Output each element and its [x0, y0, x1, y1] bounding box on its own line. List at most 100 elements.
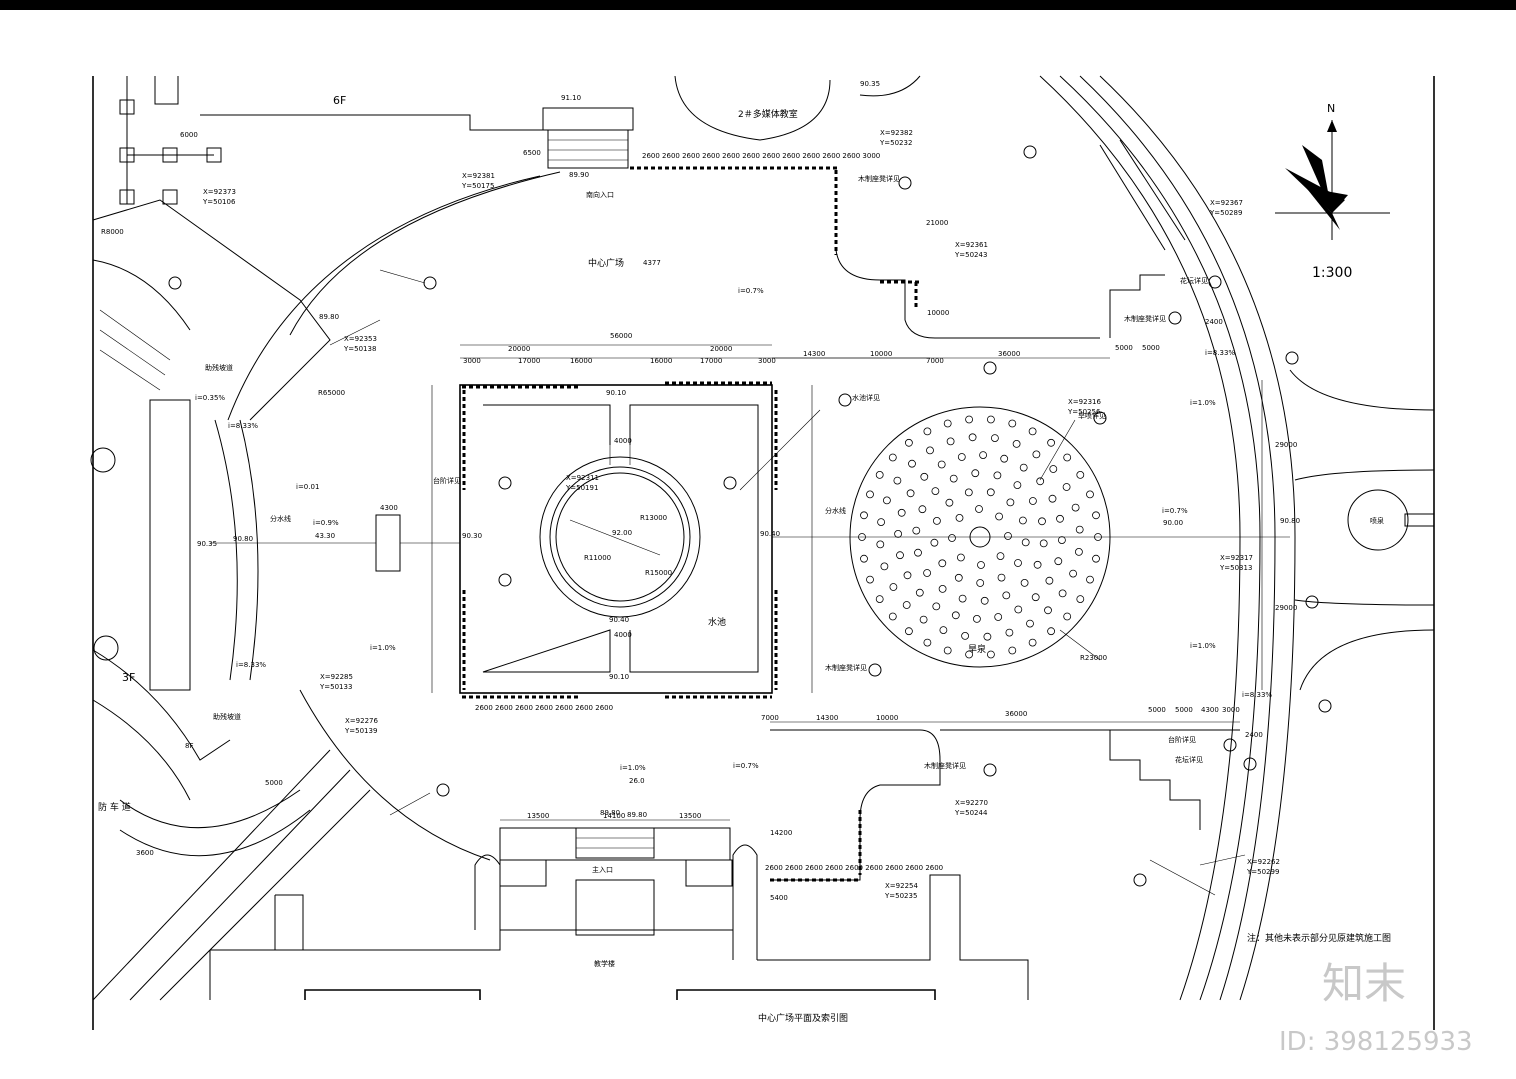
elev-90-10-top: 90.10	[606, 389, 626, 397]
fountain-jet	[930, 538, 939, 547]
slope-label-07b: i=0.7%	[1162, 507, 1188, 515]
elev-90-10-bottom: 90.10	[609, 673, 629, 681]
wind-rose-petal-4	[1320, 190, 1348, 213]
pool-radius-line	[569, 519, 661, 556]
dim-3000c: 3000	[1222, 706, 1240, 714]
svg-text:X=92254: X=92254	[885, 882, 918, 890]
multimedia-building-curve2	[859, 75, 921, 97]
fountain-jet	[1020, 579, 1029, 587]
scale-label: 1:300	[1312, 265, 1352, 281]
index-circle-planter-ur	[1208, 275, 1222, 289]
dim-2600-row3: 2600 2600 2600 2600 2600 2600 2600 2600 …	[765, 864, 943, 872]
fountain-jet	[888, 612, 897, 621]
fountain-jet	[979, 451, 987, 460]
fountain-jet	[923, 638, 932, 647]
fountain-jet	[912, 526, 921, 535]
slope-label-10a: i=1.0%	[370, 644, 396, 652]
fountain-jet	[1013, 481, 1022, 490]
fountain-jet	[991, 434, 999, 443]
fountain-jet	[997, 573, 1006, 582]
fountain-jet	[915, 588, 924, 597]
index-circle-3	[1305, 595, 1319, 609]
index-circle-4	[168, 276, 182, 290]
fountain-jet	[987, 650, 995, 659]
elev-89-80-b2: 89.80	[627, 811, 647, 819]
fountain-jet	[1021, 538, 1030, 547]
dim-14200: 14200	[770, 829, 792, 837]
dim-13500b: 13500	[679, 812, 701, 820]
svg-text:X=92285: X=92285	[320, 673, 353, 681]
pool-ring-mid	[549, 466, 691, 608]
main-entrance-steps	[575, 827, 655, 859]
svg-text:X=92276: X=92276	[345, 717, 378, 725]
fountain-jet	[1056, 514, 1064, 523]
dim-14100: 14100	[603, 812, 625, 820]
leader-pool	[739, 409, 821, 491]
dim-20000a: 20000	[508, 345, 530, 353]
left-curved-wall	[214, 419, 238, 681]
fountain-jet	[955, 514, 964, 522]
index-circle-36000	[983, 361, 997, 375]
dim-10000c: 10000	[927, 309, 949, 317]
elev-92-00: 92.00	[612, 529, 632, 537]
fountain-jet	[951, 611, 960, 620]
index-circle-bench-right	[868, 663, 882, 677]
dim-10000b: 10000	[876, 714, 898, 722]
elev-90-40-center: 90.40	[609, 616, 629, 624]
index-circle-pool-left2	[498, 573, 512, 587]
dim-2400b: 2400	[1245, 731, 1263, 739]
pool-outer-square	[459, 384, 773, 694]
index-circle-5-bottom	[1318, 699, 1332, 713]
fountain-jet	[1036, 477, 1045, 486]
left-curved-wall2	[239, 419, 259, 681]
slope-label-001: i=0.01	[296, 483, 319, 491]
left-building-curve	[92, 259, 191, 331]
index-circle-bench-top	[898, 176, 912, 190]
fountain-jet	[923, 427, 932, 436]
fountain-jet	[926, 446, 934, 455]
watermark-brand: 知末	[1322, 959, 1406, 1008]
fountain-jet	[860, 554, 868, 563]
elev-90-00: 90.00	[1163, 519, 1183, 527]
entrance-column-left	[474, 854, 501, 930]
fountain-jet	[1048, 494, 1057, 503]
leader-arc	[379, 269, 426, 284]
label-planter-2: 花坛详见	[1175, 755, 1203, 764]
road-edge-mid	[1079, 75, 1276, 1001]
dim-56000: 56000	[610, 332, 632, 340]
fountain-jet	[866, 575, 874, 584]
label-fountain: 喷泉	[1370, 516, 1384, 525]
svg-text:Y=50256: Y=50256	[1067, 408, 1101, 416]
plaza-arc-bottom-left	[299, 689, 491, 861]
label-ramp-top: 助残坡道	[205, 363, 233, 372]
fountain-jet	[875, 470, 884, 479]
fountain-jet	[943, 646, 952, 655]
fountain-jet	[1075, 525, 1084, 534]
pool-inner-outline	[482, 404, 759, 673]
leader-coord-left	[329, 319, 381, 346]
radius-r15000: R15000	[645, 569, 672, 577]
fountain-jet	[939, 626, 948, 634]
fountain-jet	[1004, 532, 1012, 540]
6f-building-edge	[200, 114, 545, 131]
fountain-jet	[902, 601, 911, 609]
fountain-jet	[914, 548, 922, 557]
fountain-jet	[983, 632, 992, 641]
fountain-jet	[965, 650, 973, 659]
slope-label-10b: i=1.0%	[620, 764, 646, 772]
index-circle-1	[423, 276, 437, 290]
index-circle-pool-right	[723, 476, 737, 490]
fountain-jet	[1062, 483, 1071, 491]
road-branch-bottom	[1299, 629, 1435, 691]
dim-5000c: 5000	[1148, 706, 1166, 714]
elev-90-80-left: 90.80	[233, 535, 253, 543]
general-note: 注：其他未表示部分见原建筑施工图	[1247, 932, 1391, 944]
svg-text:X=92317: X=92317	[1220, 554, 1253, 562]
upper-planter-steps	[1109, 274, 1165, 338]
dim-6500: 6500	[523, 149, 541, 157]
fountain-jet	[866, 490, 874, 499]
